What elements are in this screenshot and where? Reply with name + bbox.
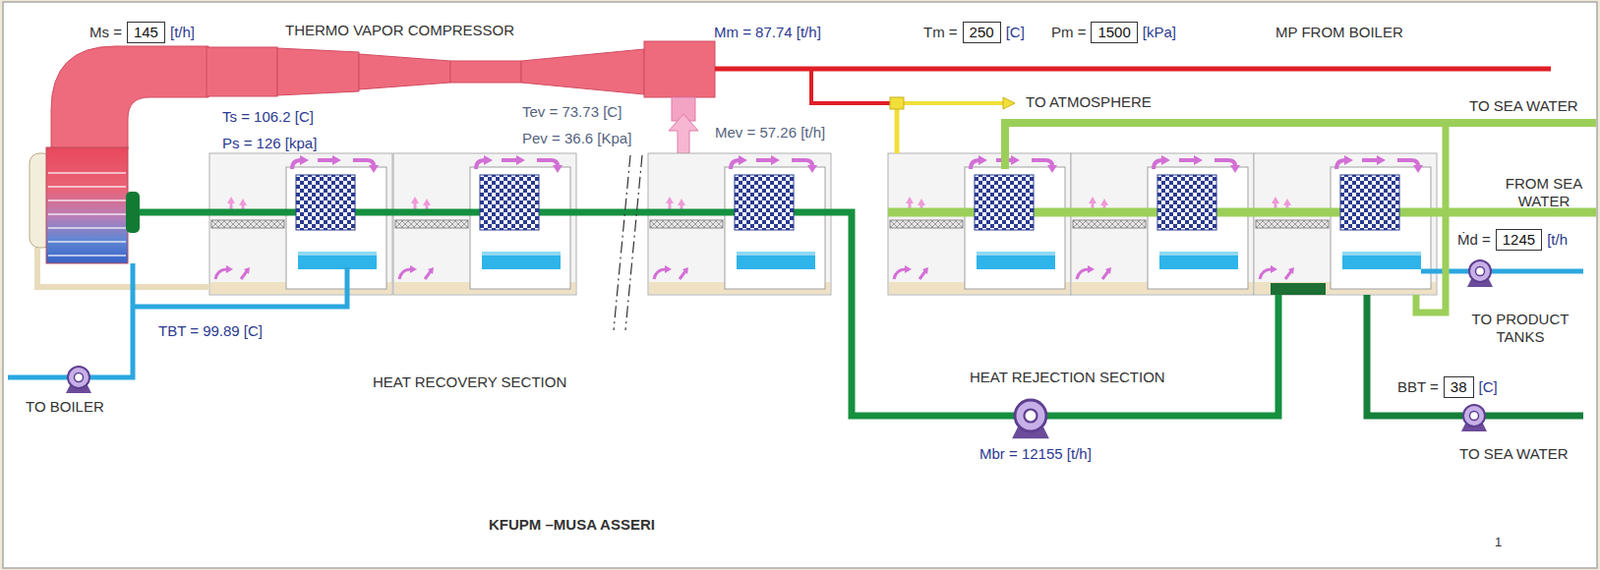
thermo-vapor-compressor bbox=[521, 49, 645, 95]
value-text: 38 bbox=[1450, 378, 1468, 397]
brine-heater bbox=[48, 173, 126, 256]
value-box: 145 bbox=[126, 21, 166, 44]
flash-stages bbox=[648, 153, 831, 296]
diagram-label: BBT = bbox=[1397, 378, 1439, 397]
diagram-label: TO SEA WATER bbox=[1459, 445, 1569, 464]
diagram-label: Ṁd = bbox=[1457, 231, 1491, 249]
flash-stages bbox=[1070, 153, 1254, 296]
thermo-vapor-compressor bbox=[277, 48, 359, 96]
process-lines bbox=[811, 68, 890, 104]
tube-bundles bbox=[1157, 175, 1217, 231]
thermo-vapor-compressor bbox=[450, 60, 522, 83]
value-text: 1500 bbox=[1097, 23, 1130, 42]
diagram-label: Ts = 106.2 [C] bbox=[222, 108, 314, 126]
diagram-label: TBT = 99.89 [C] bbox=[158, 322, 263, 341]
diagram-label: Tm = bbox=[923, 23, 958, 42]
value-box: 1245 bbox=[1495, 229, 1542, 251]
diagram-label: [C] bbox=[1006, 23, 1025, 42]
process-lines bbox=[139, 212, 1279, 416]
diagram-label: 1 bbox=[1494, 533, 1502, 552]
diagram-label: TO SEA WATER bbox=[1469, 97, 1579, 116]
flash-stages bbox=[888, 153, 1071, 296]
diagram-label: TO BOILER bbox=[25, 398, 105, 416]
process-lines bbox=[714, 66, 1551, 72]
suction-pipe bbox=[668, 114, 699, 154]
thermo-vapor-compressor bbox=[358, 54, 451, 90]
diagram-label: MP FROM BOILER bbox=[1275, 23, 1404, 42]
thermo-vapor-compressor bbox=[644, 41, 715, 98]
process-lines bbox=[1003, 97, 1015, 110]
brine-heater bbox=[29, 147, 140, 264]
flash-stages bbox=[209, 153, 393, 296]
diagram-label: HEAT RECOVERY SECTION bbox=[372, 373, 567, 392]
pumps bbox=[1461, 405, 1487, 432]
tube-bundles bbox=[1340, 175, 1400, 231]
process-lines bbox=[1005, 122, 1597, 170]
tube-bundles bbox=[296, 175, 1400, 231]
diagram-label: Mev = 57.26 [t/h] bbox=[714, 123, 826, 142]
diagram-label: Ps = 126 [kpa] bbox=[222, 134, 317, 153]
flash-stages bbox=[209, 153, 1437, 296]
process-lines bbox=[889, 97, 904, 110]
process-lines bbox=[7, 68, 1597, 416]
diagram-label: HEAT REJECTION SECTION bbox=[969, 368, 1166, 387]
value-text: 145 bbox=[133, 23, 159, 42]
diagram-label: [kPa] bbox=[1142, 23, 1177, 42]
pumps bbox=[1467, 260, 1493, 288]
diagram-label: Pm = bbox=[1051, 23, 1086, 42]
diagram-label: [C] bbox=[1479, 378, 1498, 397]
diagram-label: Tev = 73.73 [C] bbox=[522, 103, 622, 121]
value-box: 250 bbox=[962, 21, 1002, 44]
value-text: 250 bbox=[969, 23, 995, 42]
process-lines bbox=[132, 267, 348, 307]
brine-heater bbox=[46, 147, 128, 264]
break-lines bbox=[613, 155, 643, 331]
thermo-vapor-compressor bbox=[51, 41, 715, 150]
diagram-label: [t/h bbox=[1546, 231, 1568, 249]
diagram-label: Mbr = 12155 [t/h] bbox=[979, 445, 1092, 464]
diagram-label: THERMO VAPOR COMPRESSOR bbox=[285, 21, 515, 40]
diagram-label: TO ATMOSPHERE bbox=[1025, 93, 1152, 112]
process-lines bbox=[894, 109, 900, 154]
diagram-label: Mm = 87.74 [t/h] bbox=[713, 23, 822, 42]
suction-pipe bbox=[668, 97, 699, 154]
tube-bundles bbox=[296, 175, 356, 231]
diagram-label: Pev = 36.6 [Kpa] bbox=[522, 129, 632, 148]
diagram-label: FROM SEA WATER bbox=[1498, 175, 1590, 211]
value-box: 38 bbox=[1443, 376, 1475, 399]
process-lines bbox=[1270, 283, 1326, 296]
diagram-label: [t/h] bbox=[170, 23, 195, 42]
process-lines bbox=[1366, 295, 1584, 416]
value-box: 1500 bbox=[1090, 21, 1137, 44]
tube-bundles bbox=[734, 175, 794, 231]
diagram-label: TO PRODUCT TANKS bbox=[1465, 310, 1576, 347]
caption: KFUPM –MUSA ASSERI bbox=[488, 516, 655, 534]
process-lines bbox=[1416, 122, 1446, 313]
brine-heater bbox=[125, 191, 140, 234]
thermo-vapor-compressor bbox=[206, 47, 278, 97]
value-text: 1245 bbox=[1502, 231, 1536, 249]
pumps bbox=[65, 260, 1493, 439]
tube-bundles bbox=[974, 175, 1034, 231]
process-lines bbox=[37, 247, 210, 288]
flash-stages bbox=[393, 153, 577, 296]
process-lines bbox=[7, 263, 133, 378]
pumps bbox=[65, 366, 92, 394]
process-lines bbox=[903, 101, 1006, 106]
flash-stages bbox=[1253, 153, 1437, 296]
thermo-vapor-compressor bbox=[51, 46, 209, 150]
tube-bundles bbox=[479, 175, 539, 231]
diagram-label: Ms = bbox=[89, 23, 122, 42]
pumps bbox=[1011, 400, 1050, 439]
